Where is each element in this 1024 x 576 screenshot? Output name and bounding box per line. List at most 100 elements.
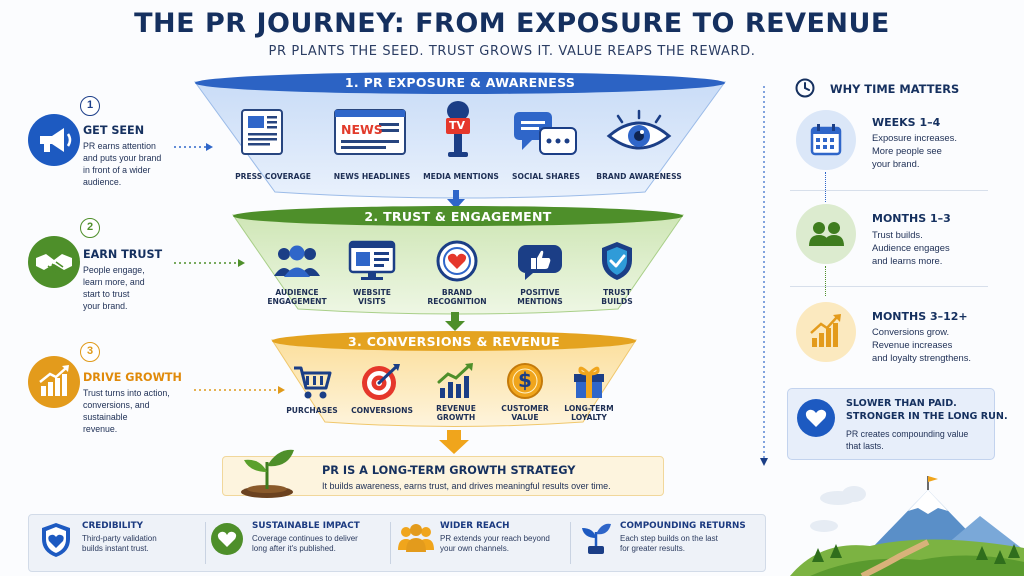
seedling-icon xyxy=(238,442,296,498)
step-1-line: and puts your brand xyxy=(83,152,162,163)
benefit-3-line: PR extends your reach beyond xyxy=(440,534,550,543)
stage-revenue-title: 3. CONVERSIONS & REVENUE xyxy=(348,334,560,349)
step-3-line: revenue. xyxy=(83,423,118,434)
label-trust-line2: BUILDS xyxy=(601,297,633,307)
result-title: PR IS A LONG-TERM GROWTH STRATEGY xyxy=(322,464,576,477)
phase-2-line: and learns more. xyxy=(872,255,943,267)
timeline-title: WHY TIME MATTERS xyxy=(830,82,960,96)
benefit-1-title: CREDIBILITY xyxy=(82,521,144,531)
benefit-2-title: SUSTAINABLE IMPACT xyxy=(252,521,360,531)
sprout-icon xyxy=(580,520,612,556)
phase-2-title: MONTHS 1–3 xyxy=(872,212,951,225)
benefit-4-text: Each step builds on the last for greater… xyxy=(620,534,760,555)
phase-2-line: Audience engages xyxy=(872,242,950,254)
dotted-connector-1 xyxy=(174,142,214,152)
dotted-connector-2 xyxy=(174,258,246,268)
label-customer-value: CUSTOMER VALUE xyxy=(483,404,567,423)
step-number-3: 3 xyxy=(80,342,100,362)
step-1-line: audience. xyxy=(83,176,122,187)
benefit-divider xyxy=(205,522,206,564)
shield-check-icon xyxy=(600,240,634,282)
benefit-4-line: Each step builds on the last xyxy=(620,534,718,543)
label-customer-line1: CUSTOMER xyxy=(501,404,549,413)
phase-3-title: MONTHS 3–12+ xyxy=(872,310,968,323)
people-icon xyxy=(809,222,844,246)
step-3-line: sustainable xyxy=(83,411,128,422)
callout-line: that lasts. xyxy=(846,441,884,452)
heart-badge-icon xyxy=(436,240,478,282)
step-2-line: People engage, xyxy=(83,265,145,275)
megaphone-icon xyxy=(40,128,72,152)
news-headlines-icon: NEWS xyxy=(333,108,409,158)
phase-1-line: your brand. xyxy=(872,158,920,170)
benefit-1-text: Third-party validation builds instant tr… xyxy=(82,534,212,555)
phase-divider xyxy=(790,190,988,191)
benefit-3-text: PR extends your reach beyond your own ch… xyxy=(440,534,570,555)
vertical-dotted-divider xyxy=(760,86,768,470)
label-trust-builds: TRUST BUILDS xyxy=(572,288,662,307)
step-1-title: GET SEEN xyxy=(83,124,145,137)
step-3-line: Trust turns into action, xyxy=(83,388,170,398)
clock-icon xyxy=(795,78,815,98)
phase-dotted-link xyxy=(825,266,826,296)
step-3-title: DRIVE GROWTH xyxy=(83,371,182,384)
step-2-circle xyxy=(28,236,80,288)
audience-icon xyxy=(272,244,322,278)
label-website-line2: VISITS xyxy=(358,297,386,307)
benefit-1-line: Third-party validation xyxy=(82,534,157,543)
dotted-connector-3 xyxy=(194,385,286,395)
benefit-2-line: Coverage continues to deliver xyxy=(252,534,358,543)
growth-chart-icon xyxy=(810,314,841,347)
callout-title-line: STRONGER IN THE LONG RUN. xyxy=(846,410,1008,422)
cart-icon xyxy=(292,364,332,400)
label-revenue-line1: REVENUE xyxy=(436,404,476,413)
phase-1-line: More people see xyxy=(872,145,942,157)
step-1-line: PR earns attention xyxy=(83,141,156,151)
stage-trust-title: 2. TRUST & ENGAGEMENT xyxy=(364,209,552,224)
dollar-coin-icon: $ xyxy=(506,362,544,400)
step-2-text: People engage, learn more, and start to … xyxy=(83,265,193,313)
revenue-chart-icon xyxy=(436,362,476,400)
phase-dotted-link xyxy=(825,172,826,202)
gift-icon xyxy=(571,362,607,400)
step-3-line: conversions, and xyxy=(83,399,150,410)
label-website-line1: WEBSITE xyxy=(352,288,391,297)
benefit-divider xyxy=(390,522,391,564)
calendar-icon xyxy=(810,124,842,156)
label-media-mentions: MEDIA MENTIONS xyxy=(423,172,499,181)
stage-exposure-title: 1. PR EXPOSURE & AWARENESS xyxy=(344,75,576,90)
step-1-line: in front of a wider xyxy=(83,164,151,175)
label-press-coverage: PRESS COVERAGE xyxy=(235,172,311,181)
label-website-visits: WEBSITE VISITS xyxy=(327,288,417,307)
label-loyalty-line1: LONG-TERM xyxy=(564,404,614,413)
label-revenue-growth: REVENUE GROWTH xyxy=(414,404,498,423)
callout-title-line: SLOWER THAN PAID. xyxy=(846,398,957,409)
phase-1-title: WEEKS 1–4 xyxy=(872,116,941,129)
shield-heart-icon xyxy=(40,521,72,559)
label-audience-line2: ENGAGEMENT xyxy=(267,297,327,307)
target-icon xyxy=(360,362,402,402)
label-brand-recognition: BRAND RECOGNITION xyxy=(412,288,502,307)
label-loyalty-line2: LOYALTY xyxy=(571,413,607,423)
step-1-text: PR earns attention and puts your brand i… xyxy=(83,141,193,189)
step-2-line: learn more, and xyxy=(83,276,145,287)
label-positive-mentions: POSITIVE MENTIONS xyxy=(495,288,585,307)
website-icon xyxy=(348,240,396,282)
label-brand-awareness: BRAND AWARENESS xyxy=(596,172,682,181)
benefit-2-text: Coverage continues to deliver long after… xyxy=(252,534,392,555)
benefit-3-title: WIDER REACH xyxy=(440,521,510,531)
step-2-line: your brand. xyxy=(83,300,128,311)
step-3-circle xyxy=(28,356,80,408)
tv-text: TV xyxy=(449,119,466,132)
callout-line: PR creates compounding value xyxy=(846,429,969,439)
label-brand-line2: RECOGNITION xyxy=(427,297,487,307)
phase-1-circle xyxy=(796,110,856,170)
social-shares-icon xyxy=(512,110,580,162)
label-news-headlines: NEWS HEADLINES xyxy=(333,172,411,181)
label-positive-line2: MENTIONS xyxy=(517,297,563,307)
arrow-down-icon xyxy=(444,312,466,332)
label-social-shares: SOCIAL SHARES xyxy=(512,172,580,181)
benefit-divider xyxy=(570,522,571,564)
callout-title: SLOWER THAN PAID. STRONGER IN THE LONG R… xyxy=(846,398,1008,424)
label-audience-line1: AUDIENCE xyxy=(275,288,319,297)
